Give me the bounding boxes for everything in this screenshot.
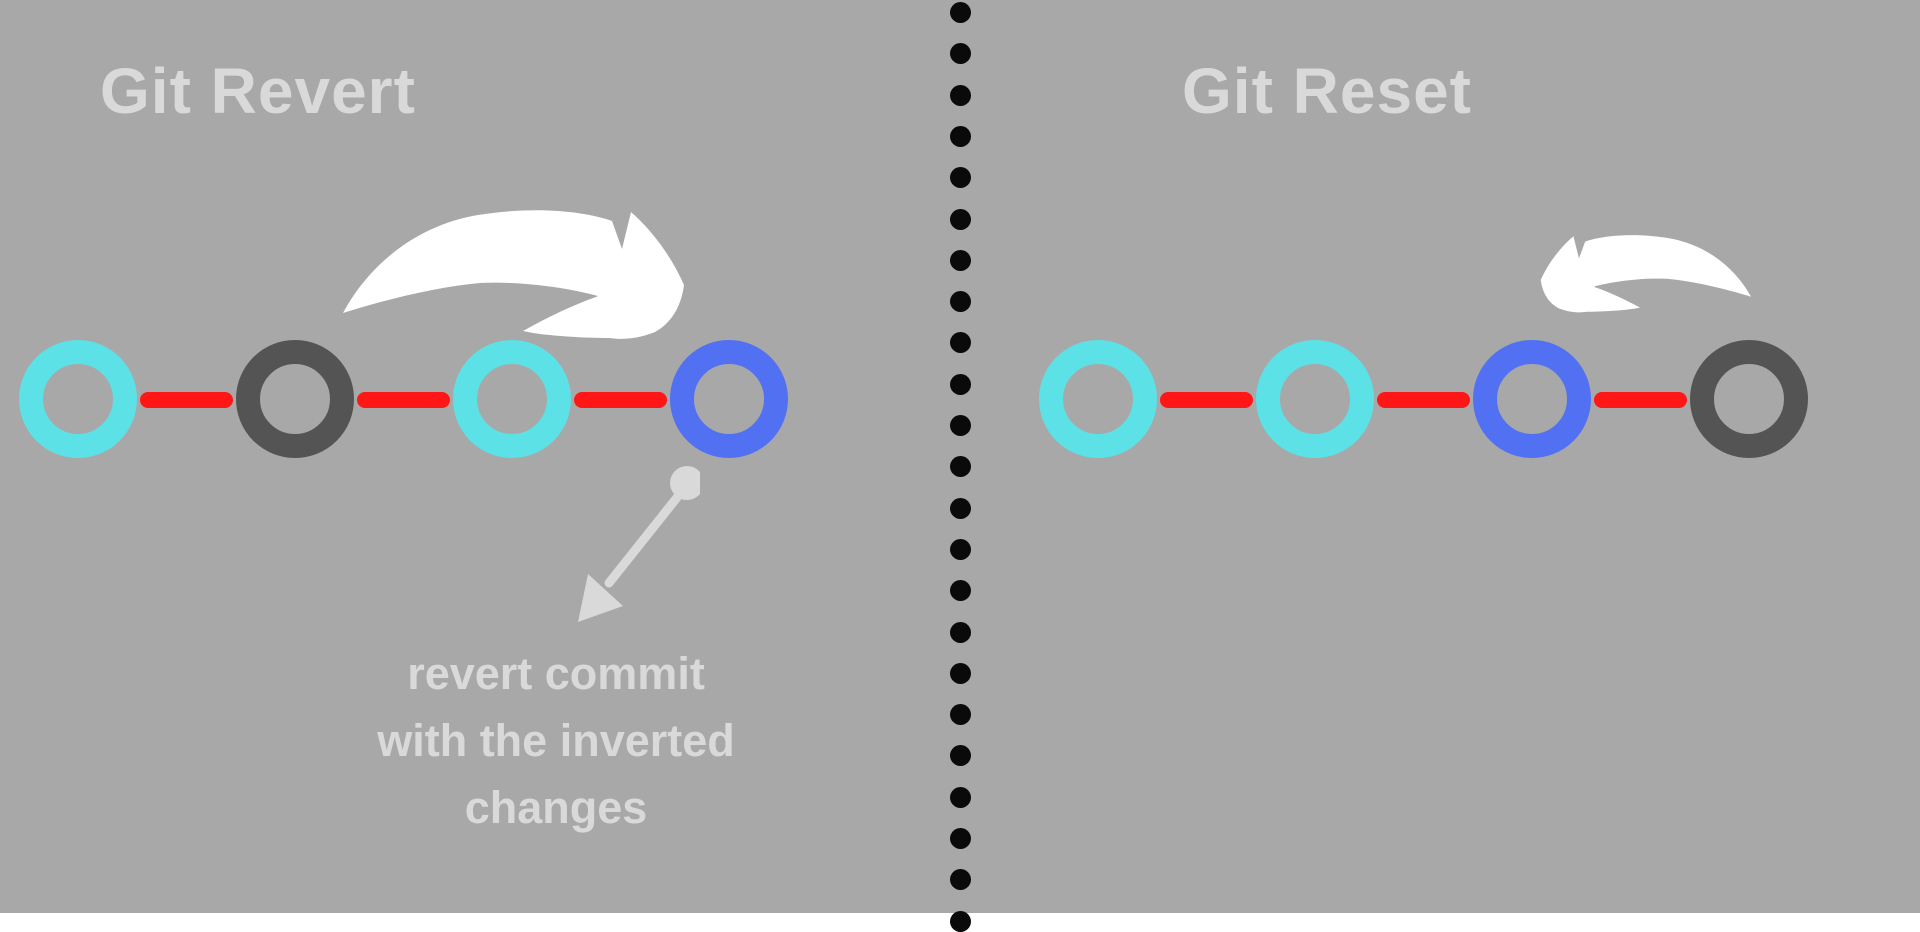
divider-dot (950, 704, 971, 726)
divider-dot (950, 373, 971, 395)
divider-dot (950, 456, 971, 478)
divider-dot (950, 910, 971, 932)
divider-dot (950, 538, 971, 560)
divider-dot (950, 208, 971, 230)
annotation-line: revert commit (407, 648, 705, 699)
commit-link (357, 392, 450, 408)
divider-dot (950, 249, 971, 271)
divider-dot (950, 745, 971, 767)
git-revert-title: Git Revert (100, 55, 416, 127)
commit-link (1160, 392, 1253, 408)
commit-link (574, 392, 667, 408)
divider-dot (950, 84, 971, 106)
divider-dot (950, 332, 971, 354)
annotation-line: with the inverted (377, 715, 735, 766)
revert-annotation-text: revert commit with the inverted changes (296, 640, 816, 841)
commit-link (1377, 392, 1470, 408)
commit-node (1690, 340, 1808, 458)
git-reset-title: Git Reset (1182, 55, 1472, 127)
divider-dot (950, 2, 971, 23)
commit-node (1039, 340, 1157, 458)
annotation-line: changes (464, 782, 648, 833)
divider-dot (950, 291, 971, 313)
divider-dot (950, 580, 971, 602)
annotation-arrow-icon (578, 466, 700, 622)
divider-dot (950, 415, 971, 436)
commit-node (19, 340, 137, 458)
divider-dot (950, 167, 971, 189)
commit-node (236, 340, 354, 458)
divider-dot (950, 621, 971, 643)
divider-dot (950, 125, 971, 147)
commit-node (453, 340, 571, 458)
commit-node (1473, 340, 1591, 458)
commit-node (1256, 340, 1374, 458)
curved-arrow-back-icon (1540, 235, 1752, 313)
divider-dot (950, 786, 971, 808)
divider-dot (950, 497, 971, 519)
commit-node (670, 340, 788, 458)
commit-link (140, 392, 233, 408)
curved-arrow-forward-icon (343, 210, 684, 339)
commit-link (1594, 392, 1687, 408)
divider-dot (950, 662, 971, 684)
divider-dot (950, 43, 971, 65)
divider-dot (950, 869, 971, 891)
divider-dot (950, 828, 971, 849)
